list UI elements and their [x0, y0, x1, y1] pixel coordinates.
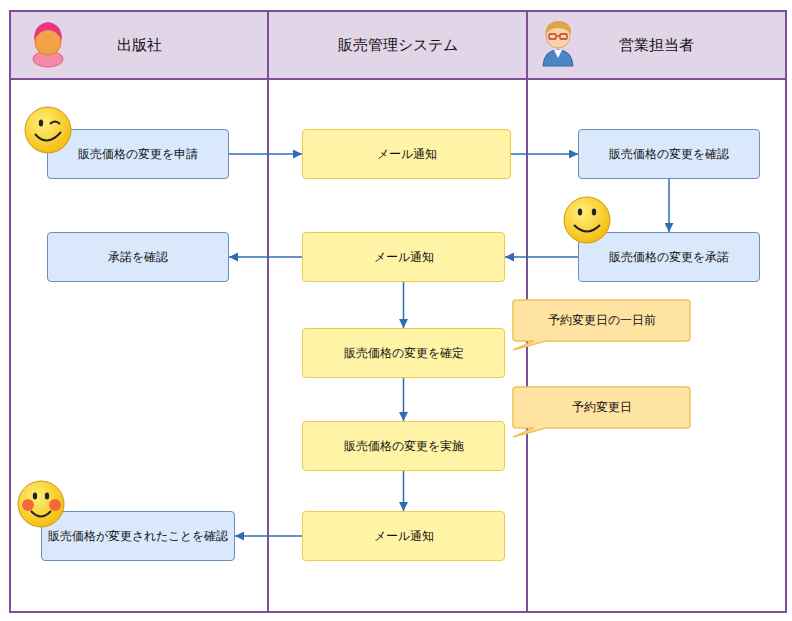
swimlane: 販売管理システムメール通知メール通知販売価格の変更を確定販売価格の変更を実施メー…	[267, 10, 528, 613]
node-label: 販売価格の変更を承諾	[609, 250, 729, 265]
smiley-eye	[592, 209, 596, 216]
smiley-face	[25, 107, 71, 153]
callout-note: 予約変更日	[512, 386, 692, 440]
system-step: メール通知	[302, 232, 505, 282]
lane-header: 販売管理システム	[269, 12, 526, 80]
smiley-cheek	[22, 499, 34, 511]
callout-outline	[513, 387, 690, 437]
lane-title: 営業担当者	[619, 36, 694, 55]
flow-arrow	[403, 378, 405, 421]
person-head	[546, 24, 570, 48]
sales-icon	[543, 21, 573, 66]
node-label: 販売価格の変更を実施	[344, 439, 464, 454]
node-label: 承諾を確認	[108, 250, 168, 265]
callout-note: 予約変更日の一日前	[512, 299, 692, 353]
system-step: メール通知	[302, 129, 511, 179]
process-box: 販売価格が変更されたことを確認	[41, 511, 235, 561]
node-label: メール通知	[374, 250, 434, 265]
flow-arrow	[403, 471, 405, 511]
flow-arrow	[229, 256, 302, 258]
smiley-eye	[39, 120, 43, 127]
node-label: 販売価格の変更を確認	[609, 147, 729, 162]
person-collar	[554, 50, 562, 58]
flow-arrow	[511, 153, 578, 155]
swimlane: 出版社販売価格の変更を申請承諾を確認販売価格が変更されたことを確認	[9, 10, 269, 613]
person-head	[35, 29, 61, 55]
flow-arrow	[229, 153, 302, 155]
lane-title: 販売管理システム	[338, 36, 458, 55]
process-box: 販売価格の変更を確認	[578, 129, 760, 179]
callout-outline	[513, 300, 690, 350]
flow-arrow	[505, 256, 578, 258]
lane-title: 出版社	[117, 36, 162, 55]
smiley-cheek	[49, 499, 61, 511]
process-box: 承諾を確認	[47, 232, 229, 282]
smiley-eye	[45, 493, 49, 500]
lane-header: 出版社	[11, 12, 267, 80]
smiley-face	[18, 481, 64, 527]
node-label: メール通知	[374, 529, 434, 544]
smiley-face	[564, 197, 610, 243]
flow-arrow	[403, 282, 405, 328]
smiley-mouth	[31, 511, 51, 517]
callout-body: 予約変更日	[512, 386, 692, 429]
process-box: 販売価格の変更を承諾	[578, 232, 760, 282]
node-label: 販売価格の変更を申請	[78, 147, 198, 162]
node-label: 予約変更日	[572, 399, 632, 416]
process-box: 販売価格の変更を申請	[47, 129, 229, 179]
node-label: 販売価格の変更を確定	[344, 346, 464, 361]
person-hair	[34, 22, 62, 40]
person-glasses	[560, 34, 567, 39]
system-step: メール通知	[302, 511, 505, 561]
smiley-head	[25, 107, 71, 153]
person-glasses	[549, 34, 556, 39]
smiley-head	[18, 481, 64, 527]
publisher-icon	[33, 22, 63, 67]
person-body	[543, 50, 573, 66]
callout-body: 予約変更日の一日前	[512, 299, 692, 342]
smiley-eye	[578, 209, 582, 216]
smiley-mouth	[35, 132, 61, 141]
person-hair	[545, 21, 571, 35]
person-glasses	[556, 35, 560, 36]
smiley-head	[564, 197, 610, 243]
smiley-mouth	[574, 225, 600, 232]
person-body	[33, 51, 63, 67]
node-label: 予約変更日の一日前	[548, 312, 656, 329]
flow-arrow	[668, 179, 670, 232]
lane-header: 営業担当者	[528, 12, 785, 80]
smiley-eye	[33, 493, 37, 500]
node-label: 販売価格が変更されたことを確認	[48, 529, 228, 544]
smiley-eye	[50, 122, 60, 125]
system-step: 販売価格の変更を実施	[302, 421, 505, 471]
flow-arrow	[235, 535, 302, 537]
node-label: メール通知	[377, 147, 437, 162]
system-step: 販売価格の変更を確定	[302, 328, 505, 378]
person-hair	[35, 26, 61, 40]
